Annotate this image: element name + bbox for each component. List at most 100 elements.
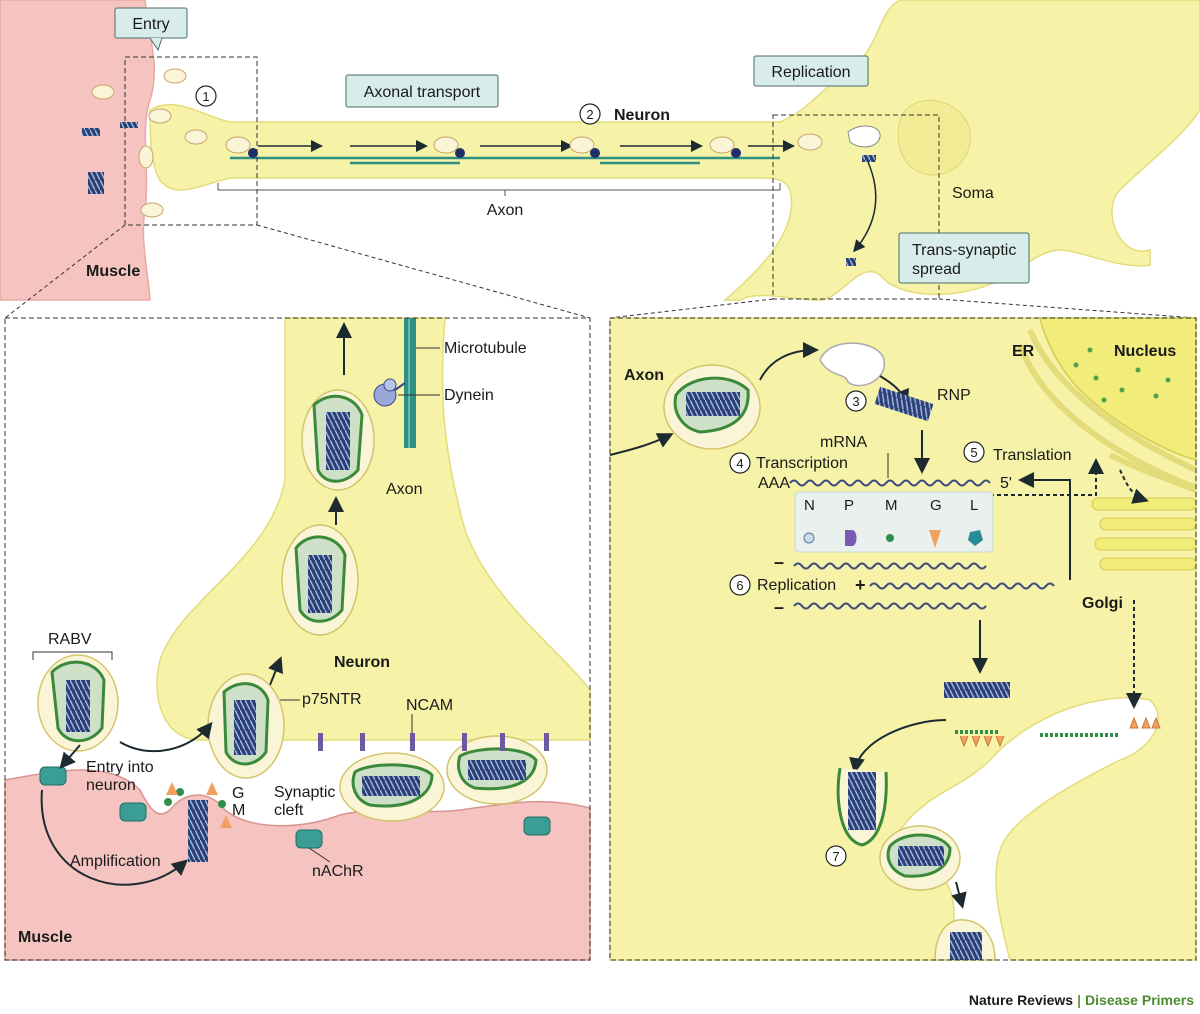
muscle-tissue-bottom	[4, 769, 591, 961]
g-label: G	[232, 785, 244, 802]
trans-synaptic-callout: Trans-synaptic spread	[898, 232, 1030, 284]
step-2-marker: 2	[579, 103, 601, 125]
protein-m-label: M	[885, 497, 898, 514]
microtubule-highlight	[408, 318, 410, 448]
nucleus-dots	[1073, 347, 1171, 403]
journal-name: Nature Reviews	[968, 992, 1074, 1008]
svg-text:1: 1	[202, 89, 209, 104]
golgi-label: Golgi	[1082, 595, 1123, 612]
rnp-small	[862, 155, 876, 162]
dynein-dot	[590, 148, 600, 158]
er-membranes	[1017, 328, 1198, 493]
neuron-left-label: Neuron	[334, 654, 390, 671]
step-4-marker: 4	[729, 452, 751, 474]
nachr-receptor	[39, 766, 67, 786]
virion-small	[148, 108, 172, 124]
virion-small	[91, 84, 115, 100]
virion-large-2	[281, 524, 359, 636]
entry-arrow-right	[609, 433, 674, 456]
nucleus-label: Nucleus	[1114, 343, 1176, 360]
virion-small	[225, 136, 251, 154]
svg-text:4: 4	[736, 456, 743, 471]
right-panel-border	[609, 317, 1197, 961]
synaptic-label: Synaptic	[274, 784, 335, 801]
replication-top-label: Replication	[771, 64, 850, 81]
rnp-assembled	[944, 682, 1010, 698]
nucleus-shape	[1039, 317, 1197, 461]
nachr-leader	[308, 847, 331, 863]
rnp-label: RNP	[937, 387, 971, 404]
rnp-small	[120, 122, 138, 128]
minus-strand-bottom	[793, 602, 987, 610]
ncam-receptor	[360, 733, 365, 751]
amplification-label: Amplification	[70, 853, 161, 870]
protein-m-shape	[886, 534, 894, 542]
to-endosome-arrow	[759, 342, 819, 381]
neuron-top	[149, 0, 1200, 301]
neuron-top-label: Neuron	[614, 107, 670, 124]
nachr-receptor	[119, 802, 147, 822]
credit-separator: |	[1077, 992, 1082, 1008]
nachr-receptor	[523, 816, 551, 836]
protein-g-label: G	[930, 497, 942, 514]
rabv-bracket	[32, 651, 113, 660]
step-1-marker: 1	[195, 85, 217, 107]
ncam-receptor	[410, 733, 415, 751]
muscle-top-label: Muscle	[86, 263, 140, 280]
virion-small	[709, 136, 735, 154]
rnp-small	[88, 172, 104, 194]
rabv-to-nachr-arrow	[59, 744, 81, 770]
p75ntr-label: p75NTR	[302, 691, 362, 708]
soma-nucleus	[897, 99, 971, 176]
plus-label: +	[855, 575, 866, 595]
next-neuron-virion	[934, 919, 996, 961]
released-virion	[879, 825, 961, 891]
virion-cleft-1	[339, 752, 445, 822]
virion-cleft-2	[446, 735, 548, 805]
svg-text:6: 6	[736, 578, 743, 593]
transcription-label: Transcription	[756, 455, 848, 472]
series-name: Disease Primers	[1085, 992, 1194, 1008]
soma-label: Soma	[952, 185, 994, 202]
left-panel: Microtubule Dynein Axon Neuron	[4, 317, 591, 961]
replication-callout: Replication	[753, 55, 869, 87]
protein-icons	[803, 530, 983, 548]
nachr-receptors	[39, 766, 551, 849]
virion-small	[163, 68, 187, 84]
rnp-right	[874, 386, 934, 422]
m-label: M	[232, 802, 245, 819]
membrane-proteins	[955, 716, 1161, 748]
protein-p-label: P	[844, 497, 854, 514]
protein-panel	[794, 491, 994, 553]
virion-small	[184, 129, 208, 145]
zoom-line-2	[256, 224, 591, 319]
virion-right-entry	[663, 364, 761, 450]
trans-synaptic-label: Trans-synaptic	[912, 242, 1016, 259]
translation-label: Translation	[993, 447, 1072, 464]
axon-top-label: Axon	[487, 202, 523, 219]
protein-n-label: N	[804, 497, 815, 514]
minus-bottom-label: –	[774, 597, 784, 617]
axonal-transport-label: Axonal transport	[364, 84, 481, 101]
replication-vesicle-top	[847, 125, 881, 148]
protein-p-shape	[845, 530, 857, 546]
budding-virion	[836, 767, 888, 847]
entry-into-label: Entry into	[86, 759, 154, 776]
mrna-label: mRNA	[820, 434, 867, 451]
ncam-receptor	[462, 733, 467, 751]
er-label: ER	[1012, 343, 1035, 360]
ncam-label: NCAM	[406, 697, 453, 714]
replication-loop-arrow	[1018, 472, 1071, 580]
svg-text:7: 7	[832, 849, 839, 864]
ncam-receptor	[500, 733, 505, 751]
endosome	[819, 342, 885, 387]
zoom-box-left	[124, 56, 258, 226]
minus-strand-top	[793, 562, 987, 570]
minus-top-label: –	[774, 552, 784, 572]
zoom-box-right	[772, 114, 940, 300]
step-7-marker: 7	[825, 845, 847, 867]
rabv-label: RABV	[48, 631, 92, 648]
er-to-golgi-arrow	[1119, 469, 1149, 504]
axon-left-label: Axon	[386, 481, 422, 498]
